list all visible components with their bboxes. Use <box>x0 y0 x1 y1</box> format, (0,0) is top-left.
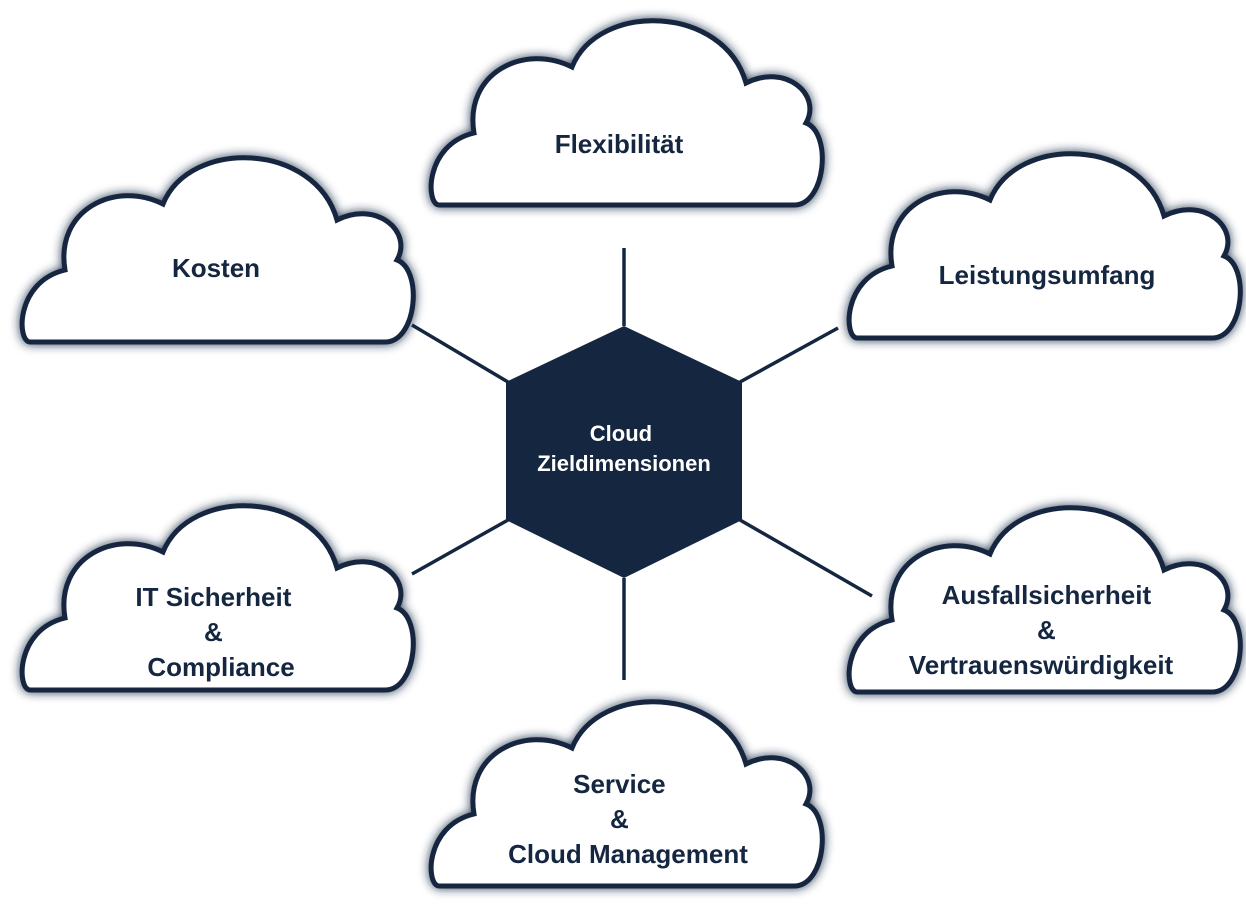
center-label: Cloud Zieldimensionen <box>537 421 711 476</box>
cloud-kosten: Kosten <box>22 158 413 342</box>
cloud-label-line: Vertrauenswürdigkeit <box>909 650 1174 680</box>
cloud-label: Kosten <box>172 253 260 283</box>
center-hexagon: Cloud Zieldimensionen <box>506 326 742 578</box>
cloud-label: Flexibilität <box>555 129 684 159</box>
hexagon-shape <box>506 326 742 578</box>
cloud-label-line: Cloud Management <box>508 839 748 869</box>
cloud-label: Service & Cloud Management <box>508 769 748 869</box>
connector-ausfallsicherheit <box>739 518 873 598</box>
cloud-label-line: IT Sicherheit <box>135 582 291 612</box>
connectors <box>411 248 873 680</box>
cloud-label: Ausfallsicherheit & Vertrauenswürdigkeit <box>909 580 1174 680</box>
cloud-label-line: Flexibilität <box>555 129 684 159</box>
connector-leistungsumfang <box>739 326 839 384</box>
cloud-label-line: & <box>610 804 629 834</box>
center-label-line: Zieldimensionen <box>537 451 711 476</box>
cloud-label-line: Leistungsumfang <box>939 260 1156 290</box>
cloud-service: Service & Cloud Management <box>431 702 822 886</box>
cloud-flexibilitaet: Flexibilität <box>431 21 822 205</box>
cloud-label-line: & <box>1037 615 1056 645</box>
cloud-label: Leistungsumfang <box>939 260 1156 290</box>
connector-it-sicherheit <box>411 518 509 576</box>
cloud-it-sicherheit: IT Sicherheit & Compliance <box>22 506 413 690</box>
cloud-label-line: & <box>204 617 223 647</box>
cloud-label-line: Compliance <box>147 652 294 682</box>
center-label-line: Cloud <box>590 421 652 446</box>
cloud-leistungsumfang: Leistungsumfang <box>849 154 1240 338</box>
cloud-label-line: Kosten <box>172 253 260 283</box>
connector-kosten <box>411 323 509 384</box>
cloud-label: IT Sicherheit & Compliance <box>135 582 298 682</box>
cloud-label-line: Ausfallsicherheit <box>942 580 1152 610</box>
cloud-ausfallsicherheit: Ausfallsicherheit & Vertrauenswürdigkeit <box>849 508 1240 692</box>
cloud-label-line: Service <box>573 769 666 799</box>
